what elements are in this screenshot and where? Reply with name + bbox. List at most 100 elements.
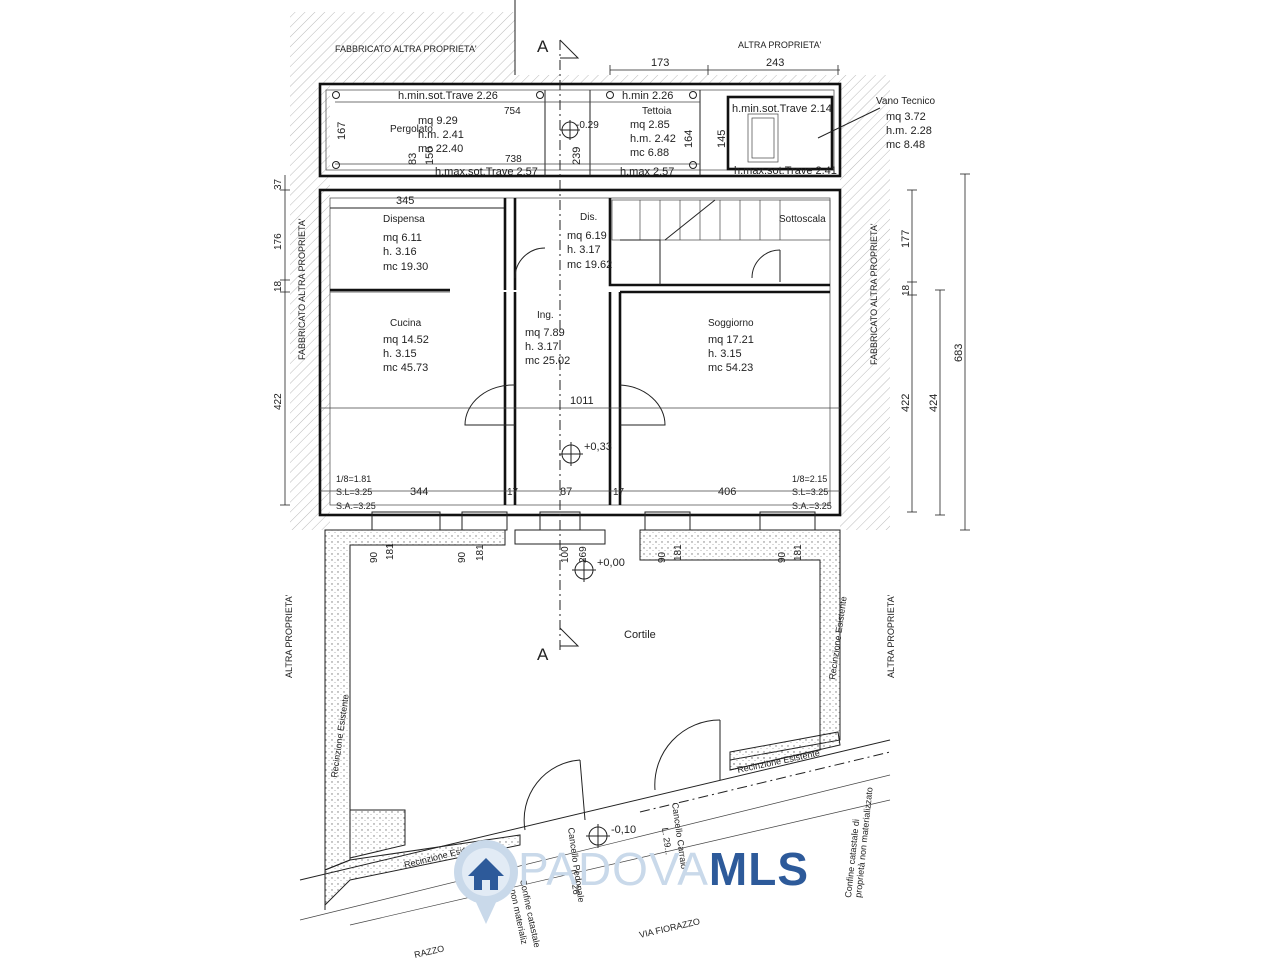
label-cancello-pedonale-l: L. 126 xyxy=(568,869,581,895)
hmin-b: h.min 2.26 xyxy=(622,90,673,102)
dim-754: 754 xyxy=(504,106,521,117)
room-cucina-mc: mc 45.73 xyxy=(383,362,428,374)
logo-wordmark: PADOVAMLS xyxy=(518,842,809,896)
dim-424: 424 xyxy=(928,394,940,412)
room-cucina-name: Cucina xyxy=(390,318,422,329)
gates xyxy=(523,719,721,831)
dim-145: 145 xyxy=(716,130,728,148)
ratio-right-sa: S.A.=3.25 xyxy=(792,501,832,511)
dim-344: 344 xyxy=(410,486,428,498)
dim-left-18: 18 xyxy=(273,280,284,292)
level-marker-ingresso xyxy=(559,442,583,466)
room-pergolato-name: Pergolato xyxy=(390,124,433,135)
room-soggiorno-mc: mc 54.23 xyxy=(708,362,753,374)
section-a-top: A xyxy=(537,37,549,56)
level-ingresso: +0,33 xyxy=(584,441,612,453)
label-cancello-carraio-l: L. 29... xyxy=(660,827,674,856)
dim-738: 738 xyxy=(505,154,522,165)
ratio-right-sl: S.L=3.25 xyxy=(792,487,828,497)
room-tettoia-mq: mq 2.85 xyxy=(630,119,670,131)
room-vano-name: Vano Tecnico xyxy=(876,96,936,107)
room-tettoia-h: h.m. 2.42 xyxy=(630,133,676,145)
dim-1011: 1011 xyxy=(570,395,594,407)
room-dis-mq: mq 6.19 xyxy=(567,230,607,242)
room-vano-mc: mc 8.48 xyxy=(886,139,925,151)
level-marker-cortile xyxy=(572,558,596,582)
dim-173: 173 xyxy=(651,57,669,69)
padovamls-logo: PADOVAMLS xyxy=(448,828,840,932)
room-tettoia-mc: mc 6.88 xyxy=(630,147,669,159)
section-axis-a xyxy=(559,39,580,650)
dim-177: 177 xyxy=(900,230,912,248)
label-fabbricato-left: FABBRICATO ALTRA PROPRIETA' xyxy=(297,218,307,360)
dim-167: 167 xyxy=(336,122,348,140)
hmax-b: h.max 2.57 xyxy=(620,166,674,178)
room-cucina-mq: mq 14.52 xyxy=(383,334,429,346)
label-cortile: Cortile xyxy=(624,629,656,641)
dim-243: 243 xyxy=(766,57,784,69)
room-sottoscala-name: Sottoscala xyxy=(779,214,826,225)
room-pergolato-mc: mc 22.40 xyxy=(418,143,463,155)
dim-90b: 90 xyxy=(457,551,468,563)
label-fabbricato-right: FABBRICATO ALTRA PROPRIETA' xyxy=(869,223,879,365)
room-vano-h: h.m. 2.28 xyxy=(886,125,932,137)
room-ing-name: Ing. xyxy=(537,310,554,321)
dim-422: 422 xyxy=(900,394,912,412)
room-soggiorno-name: Soggiorno xyxy=(708,318,754,329)
dim-181a: 181 xyxy=(385,543,396,560)
dim-150: 150 xyxy=(424,147,436,165)
dim-239: 239 xyxy=(571,147,583,165)
dim-181d: 181 xyxy=(793,544,804,561)
hmin-trave-c: h.min.sot.Trave 2.14 xyxy=(732,103,832,115)
dim-83: 83 xyxy=(407,153,419,165)
dim-18: 18 xyxy=(901,284,912,296)
dim-left-37: 37 xyxy=(273,178,284,190)
dim-90c: 90 xyxy=(657,551,668,563)
ratio-left-rp: 1/8=1.81 xyxy=(336,474,371,484)
logo-part-mls: MLS xyxy=(708,843,810,895)
room-pergolato-mq: mq 9.29 xyxy=(418,115,458,127)
section-a-bottom: A xyxy=(537,645,549,664)
main-building-walls xyxy=(318,188,842,517)
ratio-right-rp: 1/8=2.15 xyxy=(792,474,827,484)
label-altra-top: ALTRA PROPRIETA' xyxy=(738,40,822,50)
room-tettoia-name: Tettoia xyxy=(642,106,672,117)
logo-pin-icon xyxy=(454,840,518,924)
dim-269: 269 xyxy=(578,546,589,563)
level-strada: -0,10 xyxy=(611,824,636,836)
room-vano-mq: mq 3.72 xyxy=(886,111,926,123)
room-dispensa-name: Dispensa xyxy=(383,214,425,225)
label-via-razzo: RAZZO xyxy=(413,943,445,960)
dim-164: 164 xyxy=(683,130,695,148)
dim-181b: 181 xyxy=(475,544,486,561)
room-dispensa-mq: mq 6.11 xyxy=(383,232,422,244)
room-dis-mc: mc 19.62 xyxy=(567,259,612,271)
dim-left-176: 176 xyxy=(273,233,284,250)
dim-90a: 90 xyxy=(369,551,380,563)
hmax-trave-a: h.max.sot.Trave 2.57 xyxy=(435,166,538,178)
hmin-trave-a: h.min.sot.Trave 2.26 xyxy=(398,90,498,102)
dim-left-422: 422 xyxy=(273,393,284,410)
dim-17a: 17 xyxy=(507,487,519,498)
dim-345: 345 xyxy=(396,195,414,207)
room-ing-mc: mc 25.02 xyxy=(525,355,570,367)
room-soggiorno-h: h. 3.15 xyxy=(708,348,742,360)
top-dimension-line xyxy=(609,65,840,75)
room-ing-mq: mq 7.89 xyxy=(525,327,565,339)
label-fabbricato-top: FABBRICATO ALTRA PROPRIETA' xyxy=(335,44,477,54)
ratio-left-sl: S.L=3.25 xyxy=(336,487,372,497)
room-dispensa-mc: mc 19.30 xyxy=(383,261,428,273)
hmax-trave-c: h.max.sot.Trave 2.41 xyxy=(734,165,837,177)
dim-683: 683 xyxy=(953,344,965,362)
label-altra-left: ALTRA PROPRIETA' xyxy=(284,594,294,678)
room-ing-h: h. 3.17 xyxy=(525,341,559,353)
right-dimension-chain xyxy=(907,173,970,531)
dim-17b: 17 xyxy=(613,487,625,498)
room-cucina-h: h. 3.15 xyxy=(383,348,417,360)
level-cortile: +0,00 xyxy=(597,557,625,569)
dim-181c: 181 xyxy=(673,544,684,561)
room-dis-h: h. 3.17 xyxy=(567,244,601,256)
level-marker-strada xyxy=(586,824,610,848)
ratio-left-sa: S.A.=3.25 xyxy=(336,501,376,511)
